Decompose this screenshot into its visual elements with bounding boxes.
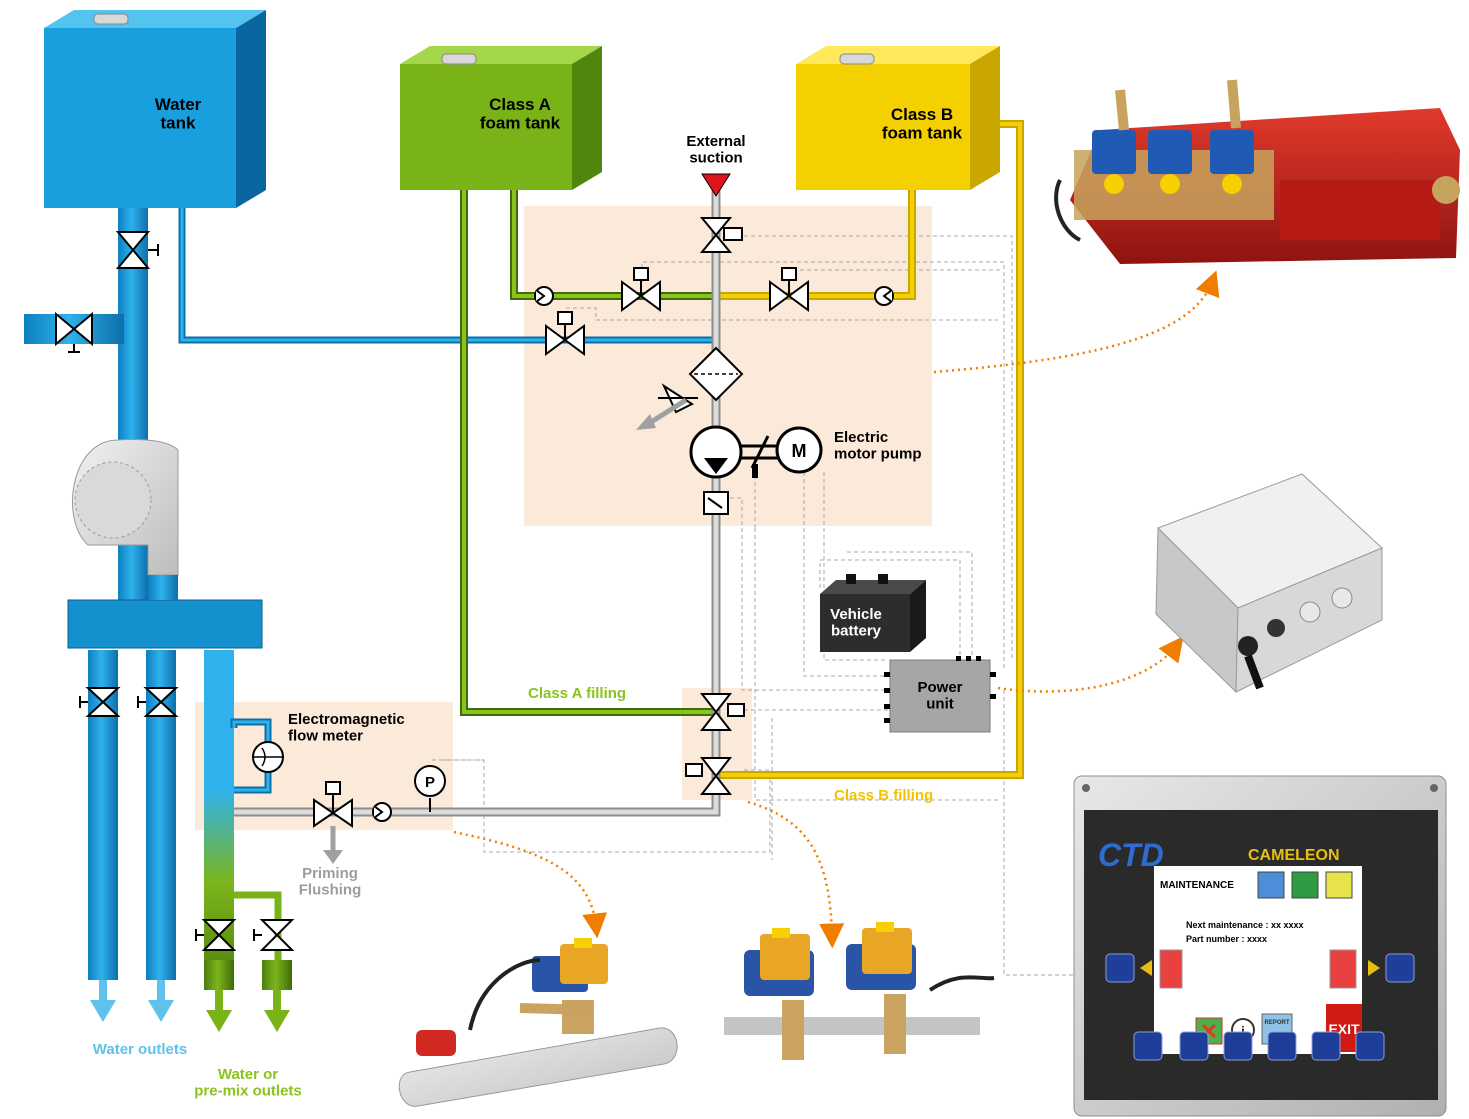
part-number: Part number : xxxx bbox=[1186, 934, 1267, 944]
screen-title: MAINTENANCE bbox=[1160, 880, 1234, 891]
motor-symbol: M bbox=[792, 441, 807, 461]
pressure-gauge bbox=[414, 765, 446, 797]
class-a-filling-label: Class A filling bbox=[528, 685, 626, 702]
centrifugal-pump bbox=[72, 439, 179, 600]
next-maintenance: Next maintenance : xx xxxx bbox=[1186, 920, 1304, 930]
manual-valves bbox=[55, 231, 295, 951]
callout-leaders bbox=[453, 270, 1220, 949]
panel-brand: CTD bbox=[1098, 837, 1164, 873]
water-outlets-label: Water outlets bbox=[93, 1041, 187, 1058]
panel-product: CAMELEON bbox=[1248, 847, 1340, 864]
drain-arrow bbox=[646, 397, 688, 427]
report-label: REPORT bbox=[1264, 1020, 1289, 1026]
panel-bottom-buttons bbox=[1133, 1031, 1385, 1061]
class-b-filling-label: Class B filling bbox=[834, 787, 933, 804]
svg-text:i: i bbox=[1241, 1023, 1245, 1039]
twin-valves-photo bbox=[724, 922, 995, 1060]
pump-module-photo bbox=[1054, 79, 1460, 264]
electric-motor-pump: M bbox=[689, 425, 823, 479]
panel-right-button bbox=[1385, 953, 1415, 983]
actuated-valves bbox=[313, 217, 809, 828]
external-suction-marker bbox=[701, 173, 731, 197]
flowmeter-valve-photo bbox=[398, 938, 678, 1107]
cameleon-panel: CTD CAMELEON MAINTENANCE Next maintenanc… bbox=[1073, 775, 1447, 1117]
panel-left-button bbox=[1105, 953, 1135, 983]
power-unit-box-photo bbox=[1155, 473, 1383, 694]
outlet-arrows bbox=[90, 980, 290, 1032]
pressure-symbol: P bbox=[425, 774, 435, 791]
check-valves bbox=[372, 286, 894, 822]
